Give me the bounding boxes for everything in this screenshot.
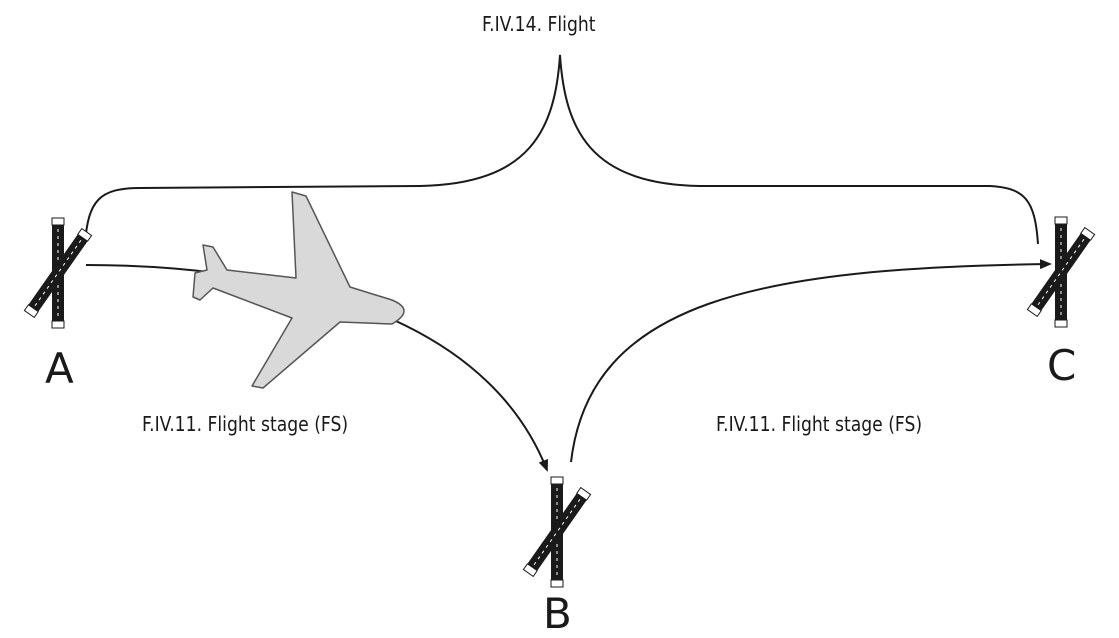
airport-a-icon bbox=[23, 217, 93, 329]
airport-b-icon bbox=[522, 476, 592, 588]
airport-a-label: A bbox=[45, 344, 74, 393]
airport-b-label: B bbox=[543, 589, 572, 638]
flight-label: F.IV.14. Flight bbox=[482, 12, 596, 36]
flight-path-b-to-c bbox=[570, 259, 1052, 463]
flight-stage-bc-label: F.IV.11. Flight stage (FS) bbox=[716, 412, 923, 436]
airplane-icon bbox=[192, 191, 405, 389]
flight-brace bbox=[84, 54, 1039, 245]
flight-stage-ab-label: F.IV.11. Flight stage (FS) bbox=[142, 412, 349, 436]
airport-c-label: C bbox=[1047, 341, 1077, 390]
